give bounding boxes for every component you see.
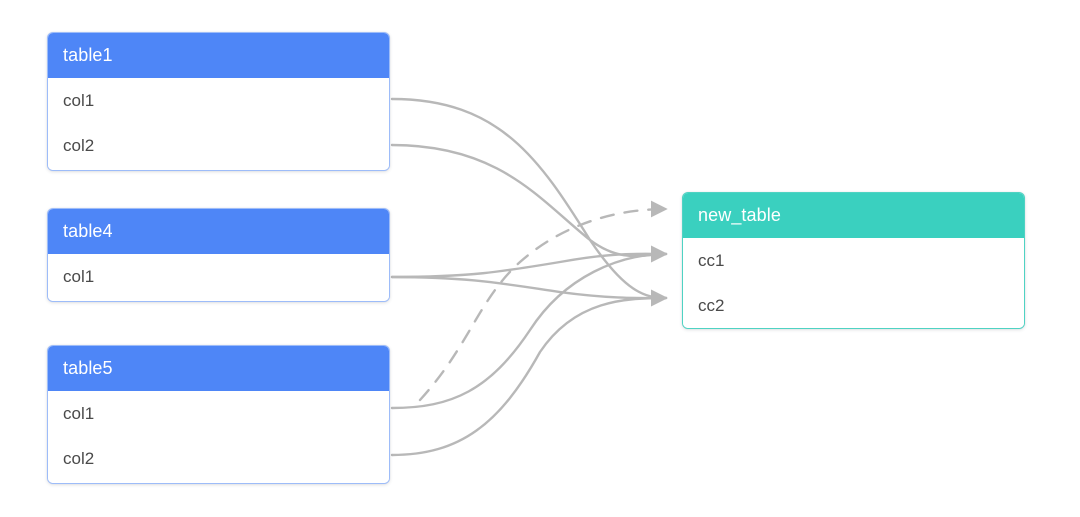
column-row[interactable]: cc2 <box>698 296 725 315</box>
column-row[interactable]: col1 <box>63 267 95 286</box>
edge-table4-col1-to-cc2 <box>390 275 668 307</box>
node-table1[interactable]: table1 col1 col2 <box>47 32 390 171</box>
edge-table5-col1-to-cc1 <box>390 245 668 410</box>
column-row[interactable]: cc1 <box>698 251 725 270</box>
node-table5-columns: col1 col2 <box>48 391 389 483</box>
node-table1-columns: col1 col2 <box>48 78 389 170</box>
edge-table4-col1-to-cc1 <box>390 245 668 279</box>
node-table5-title: table5 <box>48 346 389 391</box>
edge-table1-col2-to-cc1 <box>390 143 668 263</box>
column-row[interactable]: col2 <box>63 449 95 468</box>
edge-table1-col1-to-cc2 <box>390 97 668 307</box>
node-table4-title: table4 <box>48 209 389 254</box>
column-row[interactable]: col1 <box>63 404 95 423</box>
node-new-table[interactable]: new_table cc1 cc2 <box>682 192 1025 329</box>
node-new-table-title: new_table <box>683 193 1024 238</box>
edge-table5-col2-to-cc2 <box>390 289 668 457</box>
node-table1-title: table1 <box>48 33 389 78</box>
node-table4-columns: col1 <box>48 254 389 301</box>
node-table5[interactable]: table5 col1 col2 <box>47 345 390 484</box>
node-new-table-columns: cc1 cc2 <box>683 238 1024 328</box>
column-row[interactable]: col2 <box>63 136 95 155</box>
node-table4[interactable]: table4 col1 <box>47 208 390 302</box>
column-row[interactable]: col1 <box>63 91 95 110</box>
edge-table5-to-new-table-dashed <box>418 200 668 402</box>
